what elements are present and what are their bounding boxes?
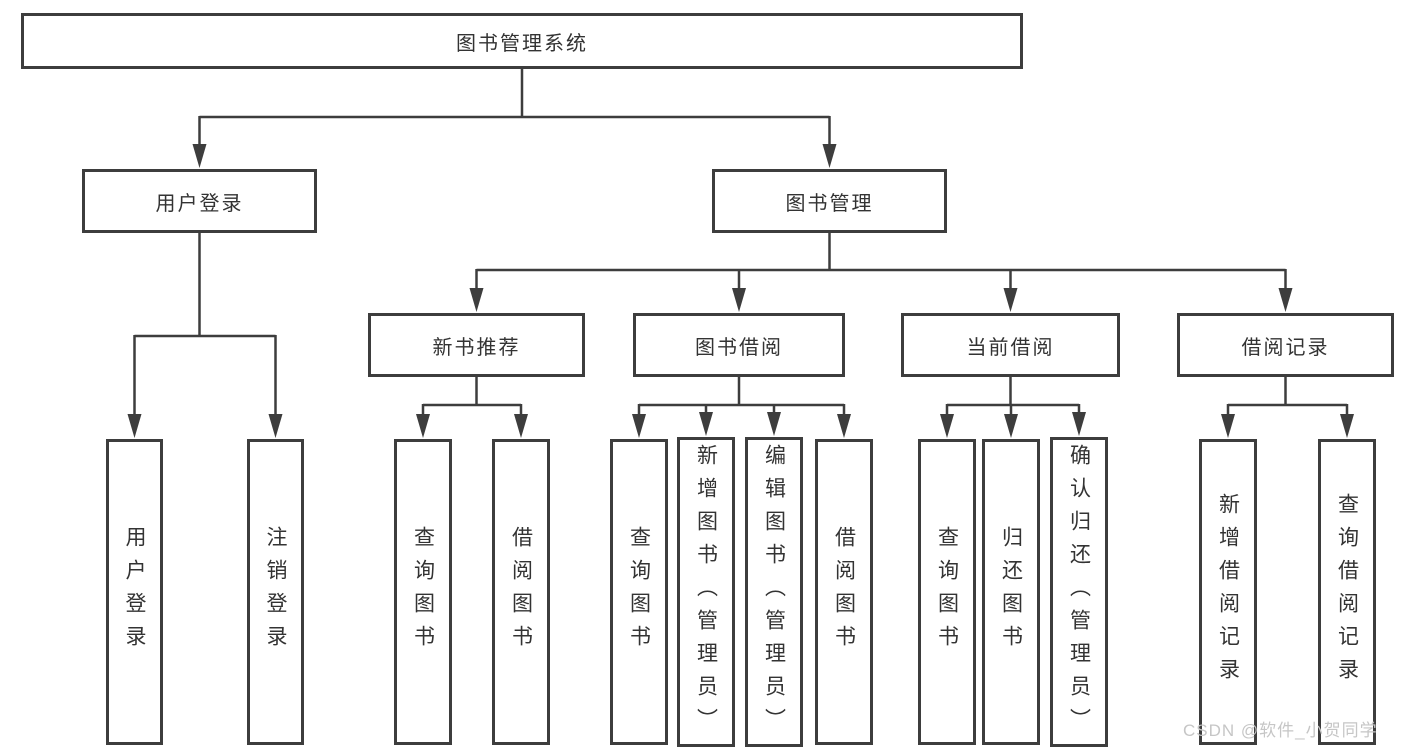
leaf-label: 查询图书 [935, 526, 959, 658]
node-label: 用户登录 [155, 192, 244, 215]
node-library-management-system: 图书管理系统 [21, 13, 1023, 69]
leaf-label: 编辑图书（管理员） [762, 443, 786, 741]
leaf-user-login: 用户登录 [106, 439, 163, 745]
node-label: 新书推荐 [432, 336, 521, 359]
leaf-label: 查询图书 [627, 526, 651, 658]
leaf-label: 新增图书（管理员） [694, 443, 718, 741]
connector-borrowing-records-children [1221, 377, 1354, 438]
leaf-edit-book-admin: 编辑图书（管理员） [745, 437, 803, 747]
leaf-search-borrow-record: 查询借阅记录 [1318, 439, 1376, 745]
node-current-borrowing: 当前借阅 [901, 313, 1120, 377]
node-label: 当前借阅 [966, 336, 1055, 359]
leaf-label: 归还图书 [999, 526, 1023, 658]
node-user-login: 用户登录 [82, 169, 317, 233]
connector-new-book-recommendation-children [416, 377, 528, 438]
node-borrowing-records: 借阅记录 [1177, 313, 1394, 377]
leaf-borrow-books-borrowing: 借阅图书 [815, 439, 873, 745]
node-label: 图书借阅 [695, 336, 783, 359]
leaf-add-borrow-record: 新增借阅记录 [1199, 439, 1257, 745]
leaf-label: 注销登录 [264, 526, 287, 658]
connector-user-login-children [127, 233, 283, 438]
leaf-label: 确认归还（管理员） [1067, 443, 1091, 741]
connector-book-management-children [469, 232, 1293, 312]
leaf-label: 查询图书 [411, 526, 435, 658]
leaf-borrow-books-recommend: 借阅图书 [492, 439, 550, 745]
csdn-watermark: CSDN @软件_小贺同学 [1183, 721, 1378, 740]
leaf-label: 用户登录 [123, 526, 146, 658]
leaf-search-books-current: 查询图书 [918, 439, 976, 745]
leaf-label: 查询借阅记录 [1335, 493, 1359, 691]
connector-root-to-level2 [192, 69, 837, 168]
leaf-search-books-borrowing: 查询图书 [610, 439, 668, 745]
node-new-book-recommendation: 新书推荐 [368, 313, 585, 377]
leaf-label: 借阅图书 [509, 526, 533, 658]
leaf-return-book: 归还图书 [982, 439, 1040, 745]
node-label: 图书管理系统 [456, 32, 588, 55]
node-label: 图书管理 [785, 192, 874, 215]
leaf-search-books-recommend: 查询图书 [394, 439, 452, 745]
leaf-logout: 注销登录 [247, 439, 304, 745]
leaf-label: 借阅图书 [832, 526, 856, 658]
leaf-label: 新增借阅记录 [1216, 493, 1240, 691]
node-book-borrowing: 图书借阅 [633, 313, 845, 377]
connector-current-borrowing-children [940, 377, 1086, 438]
node-label: 借阅记录 [1241, 336, 1330, 359]
leaf-confirm-return-admin: 确认归还（管理员） [1050, 437, 1108, 747]
leaf-add-book-admin: 新增图书（管理员） [677, 437, 735, 747]
connector-book-borrowing-children [632, 377, 851, 438]
node-book-management: 图书管理 [712, 169, 947, 233]
